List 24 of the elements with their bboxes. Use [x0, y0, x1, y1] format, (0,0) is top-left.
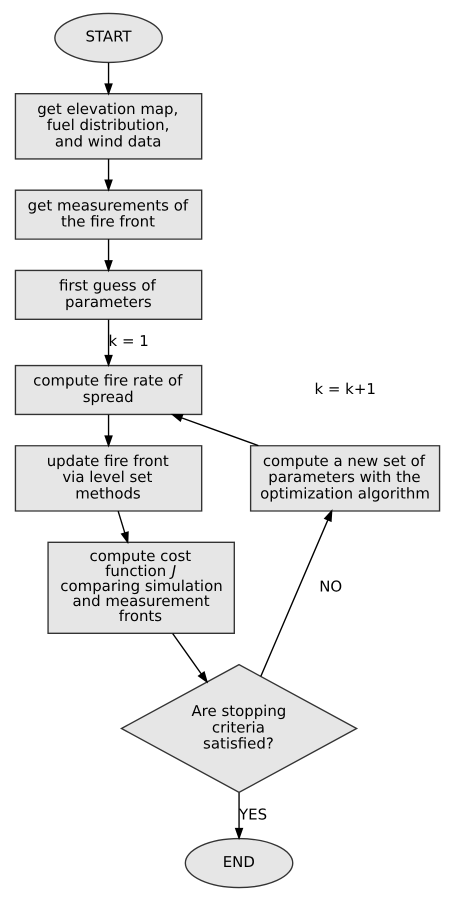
node-box: compute a new set of parameters with the optimization algorithm: [249, 445, 440, 512]
arrow: [170, 414, 258, 446]
arrow: [104, 159, 112, 192]
node-ellipse: END: [184, 838, 293, 888]
arrow: [172, 633, 208, 684]
label: k = k+1: [314, 380, 376, 398]
arrow: [104, 239, 112, 272]
arrow: [104, 62, 112, 96]
edge-label: NO: [318, 578, 342, 596]
arrow: [117, 510, 128, 544]
node-diamond: Are stopping criteria satisfied?: [120, 664, 358, 794]
node-box: compute cost function J comparing simulation and measurement fronts: [46, 542, 234, 634]
arrow: [104, 320, 112, 368]
node-box: compute fire rate of spread: [14, 364, 202, 416]
node-box: get elevation map, fuel distribution, and wind data: [14, 92, 202, 160]
edge-label: YES: [238, 805, 267, 824]
edge-label: k = 1: [108, 332, 148, 350]
arrow: [260, 509, 332, 677]
node-ellipse: START: [54, 12, 162, 64]
node-box: update fire front via level set methods: [14, 445, 202, 512]
node-box: get measurements of the fire front: [14, 190, 202, 240]
node-box: first guess of parameters: [14, 270, 202, 320]
arrow: [104, 414, 112, 448]
arrow: [234, 792, 243, 840]
